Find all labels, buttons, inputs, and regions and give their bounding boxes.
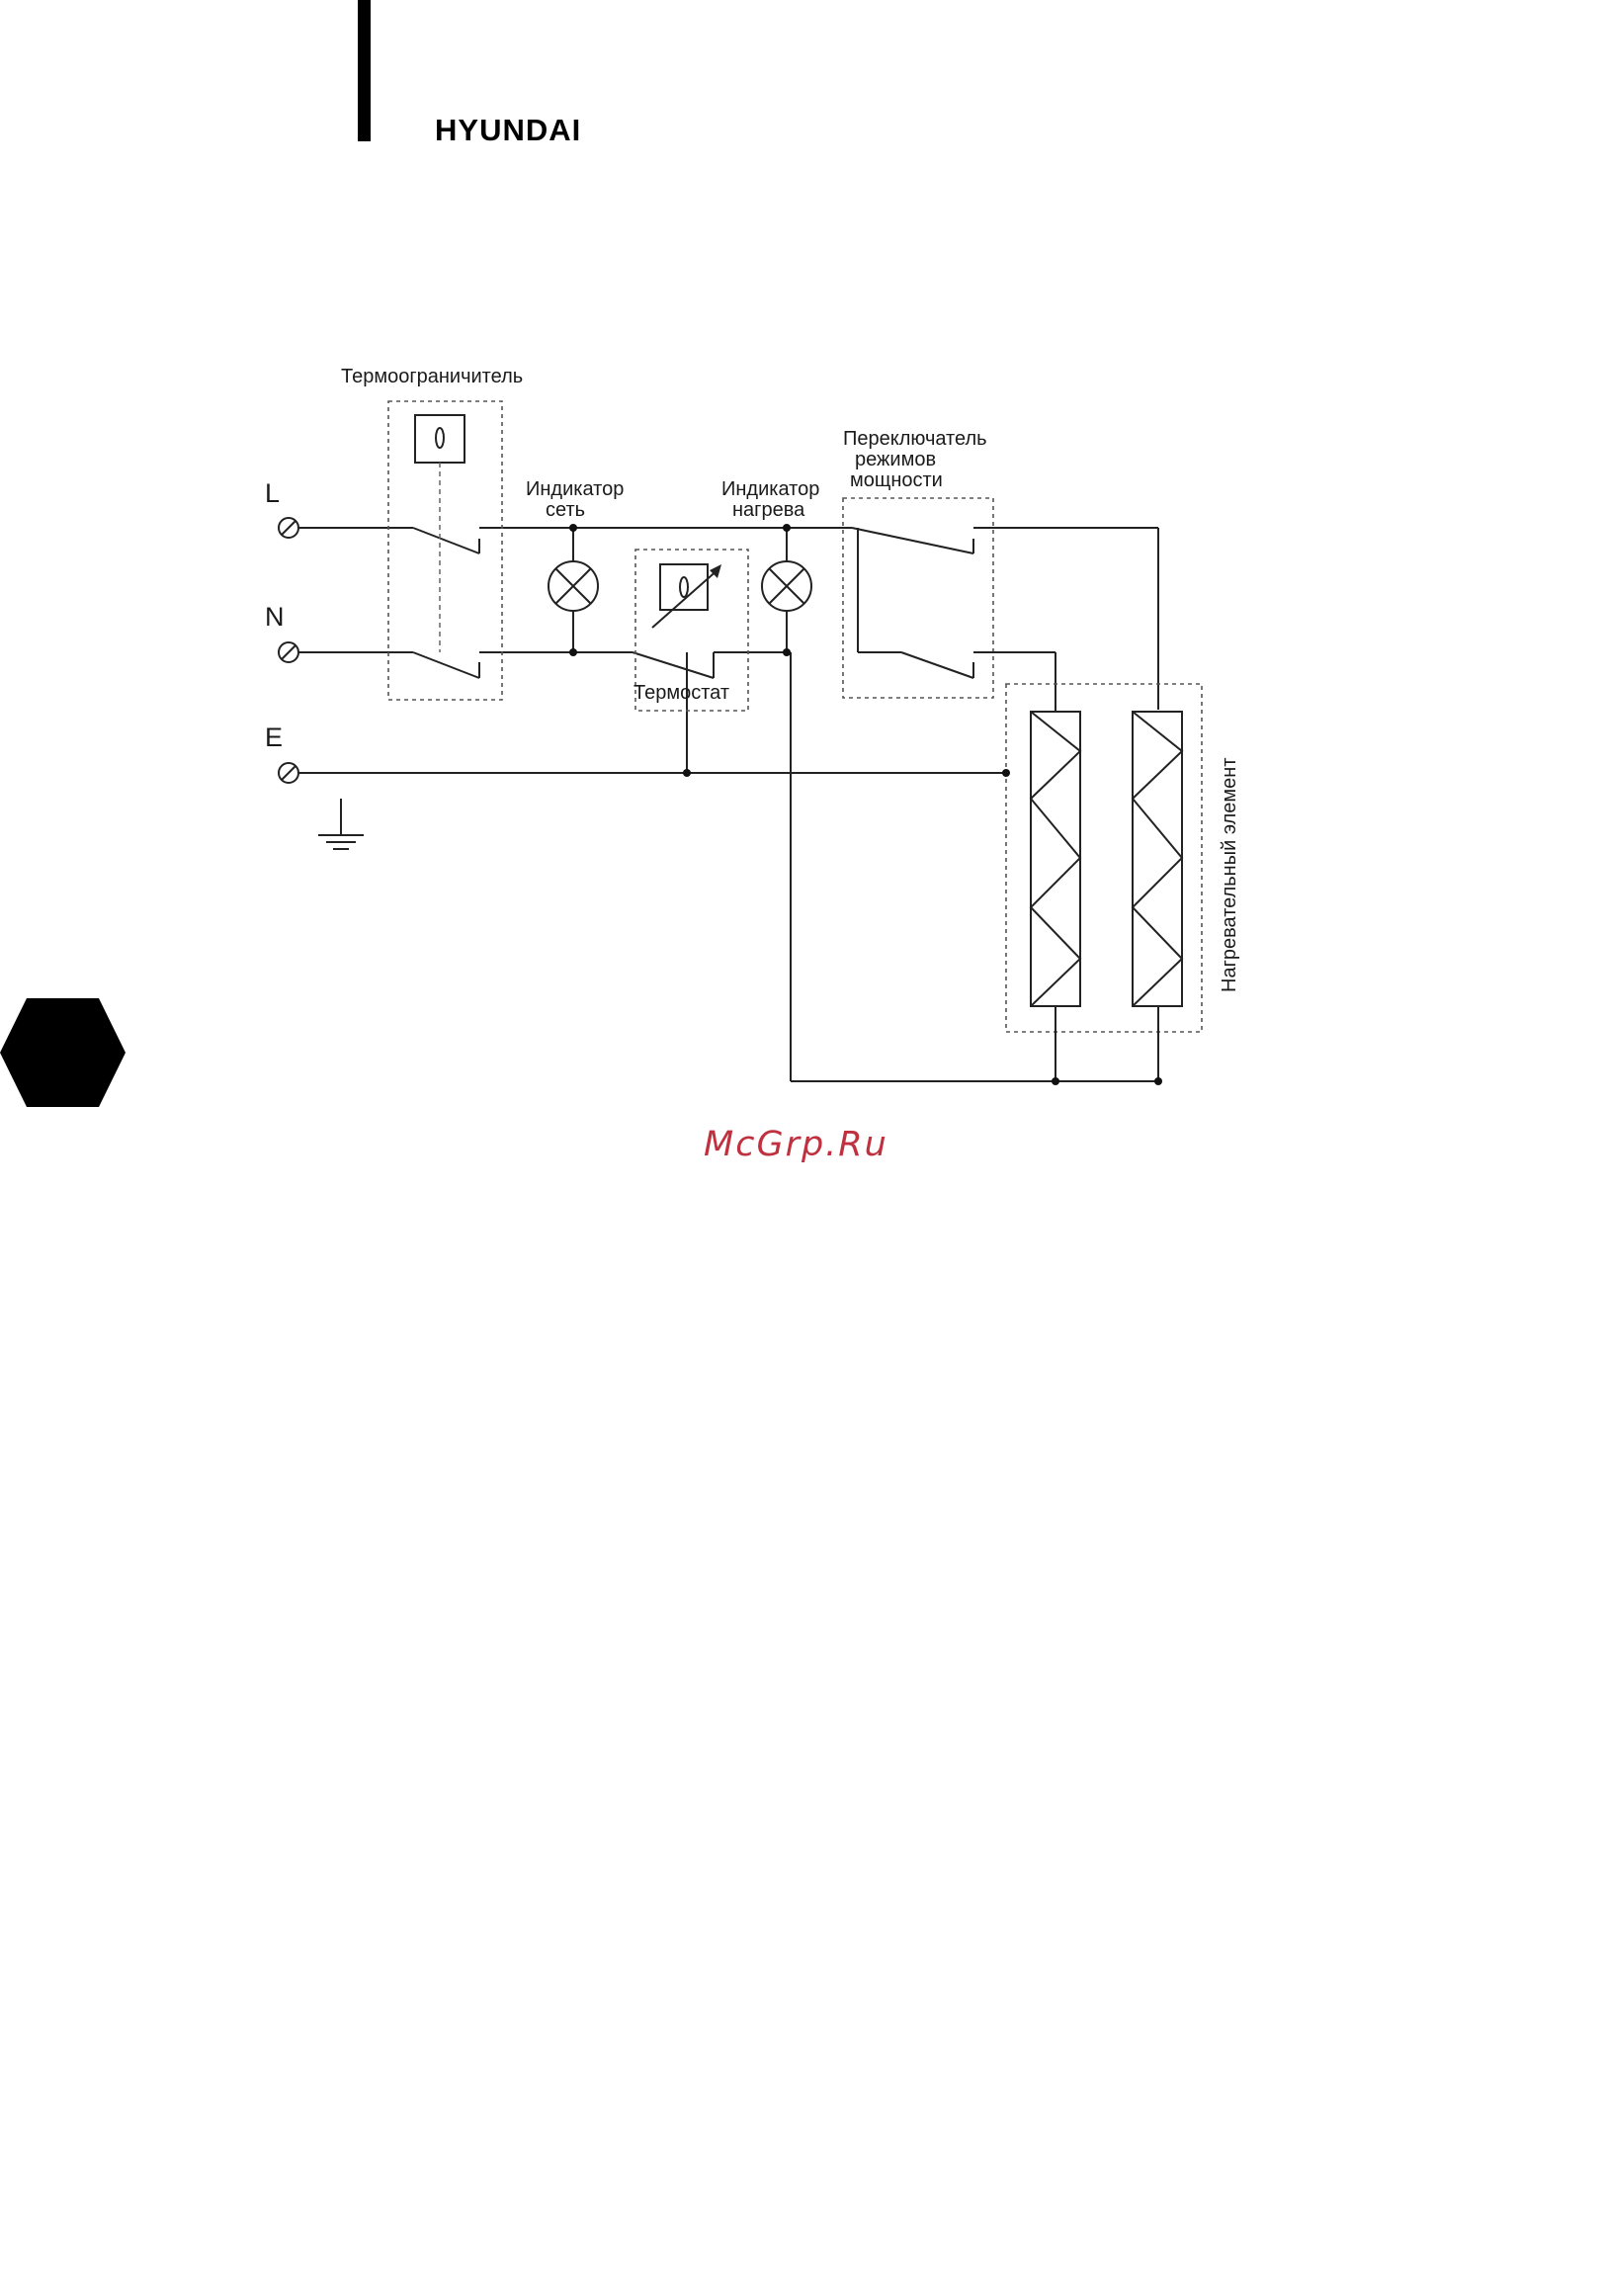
- heating-element: Нагревательный элемент: [1006, 684, 1240, 1081]
- ground-symbol: [318, 799, 364, 849]
- svg-text:сеть: сеть: [546, 499, 585, 521]
- svg-text:Термостат: Термостат: [633, 682, 729, 704]
- svg-text:N: N: [265, 602, 285, 632]
- terminal-n: N: [265, 602, 298, 662]
- svg-text:режимов: режимов: [855, 449, 936, 470]
- terminal-l: L: [265, 478, 298, 538]
- svg-text:Переключатель: Переключатель: [843, 428, 987, 450]
- svg-text:L: L: [265, 478, 280, 508]
- svg-text:Индикатор: Индикатор: [526, 478, 624, 500]
- header-bar: [358, 0, 371, 141]
- svg-text:Нагревательный элемент: Нагревательный элемент: [1219, 758, 1240, 992]
- thermostat: Термостат: [633, 550, 748, 711]
- svg-text:E: E: [265, 723, 283, 752]
- thermal-limiter: Термоограничитель: [341, 366, 523, 700]
- brand-logo: HYUNDAI: [435, 113, 581, 147]
- power-mode-switch: Переключатель режимов мощности: [843, 428, 1055, 710]
- svg-text:Термоограничитель: Термоограничитель: [341, 366, 523, 387]
- watermark: McGrp.Ru: [704, 1125, 888, 1164]
- line-n-wire: [298, 652, 1158, 1081]
- svg-text:мощности: мощности: [850, 469, 943, 491]
- power-indicator: Индикатор сеть: [526, 478, 624, 652]
- svg-text:Индикатор: Индикатор: [721, 478, 819, 500]
- svg-text:нагрева: нагрева: [732, 499, 805, 521]
- junction-dots: [569, 524, 1162, 1085]
- line-e-wire: [298, 652, 1006, 773]
- page-tab-hexagon: [0, 998, 126, 1107]
- terminal-e: E: [265, 723, 298, 783]
- heating-indicator: Индикатор нагрева: [721, 478, 819, 652]
